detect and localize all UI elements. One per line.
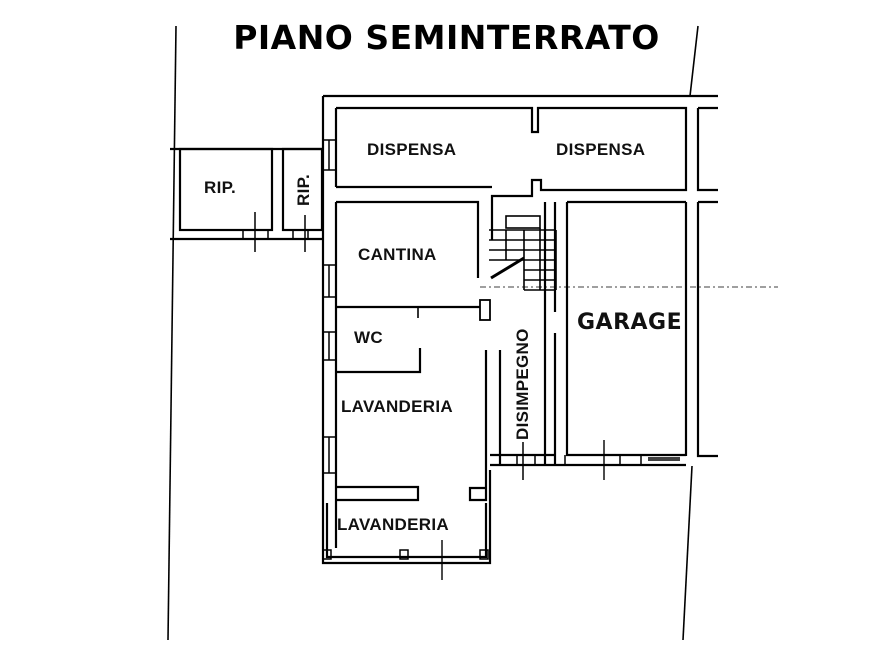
room-label-dispensa-2: DISPENSA xyxy=(556,140,646,159)
room-label-rip-2: RIP. xyxy=(294,173,313,206)
room-label-lavanderia-2: LAVANDERIA xyxy=(337,515,449,534)
rip-1-outline xyxy=(178,147,274,232)
room-label-rip-1: RIP. xyxy=(204,178,237,197)
property-boundary-right-top xyxy=(689,25,699,97)
outer-wall-left-bottom xyxy=(321,96,492,565)
dispensa-outline xyxy=(336,106,688,240)
room-label-lavanderia-1: LAVANDERIA xyxy=(341,397,453,416)
room-label-wc: WC xyxy=(354,328,383,347)
property-boundary-right-bottom xyxy=(682,465,693,641)
staircase xyxy=(489,215,557,291)
room-label-disimpegno: DISIMPEGNO xyxy=(513,328,532,440)
room-label-garage: GARAGE xyxy=(577,310,683,335)
property-boundary-left xyxy=(167,25,177,641)
room-label-dispensa-1: DISPENSA xyxy=(367,140,457,159)
room-label-cantina: CANTINA xyxy=(358,245,437,264)
plan-title: PIANO SEMINTERRATO xyxy=(233,18,660,57)
